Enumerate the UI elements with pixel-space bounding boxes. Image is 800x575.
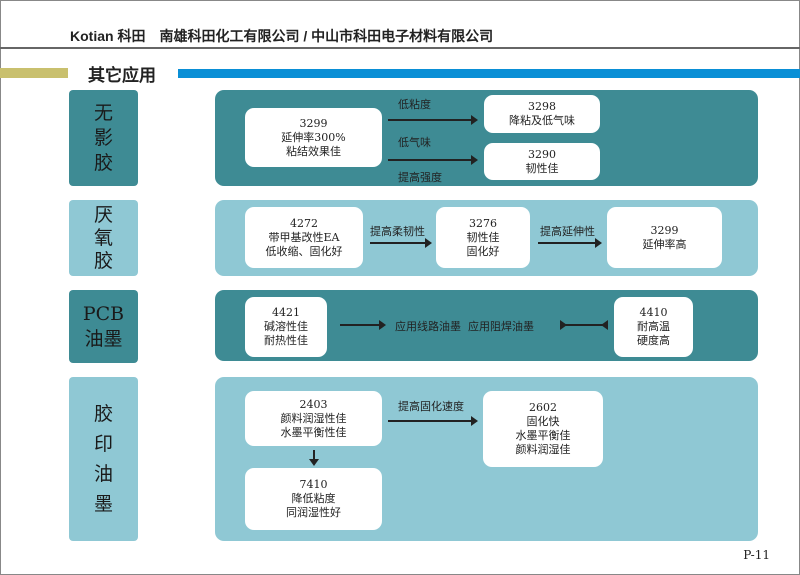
product-desc: 水墨平衡性佳 [280, 425, 347, 439]
arrow-right-icon [388, 416, 478, 426]
row-label-shadowless-adhesive: 无影胶 [69, 90, 138, 186]
olive-accent-bar [0, 68, 68, 78]
label-char: 影 [93, 126, 113, 149]
page-number: P-11 [743, 548, 770, 562]
arrow-right-icon [340, 320, 386, 330]
product-desc: 耐高温 [637, 320, 670, 333]
product-code: 3299 [299, 116, 328, 130]
label-char: 无 [93, 101, 113, 124]
arrow-label: 低气味 [398, 136, 431, 149]
product-code: 3298 [528, 100, 556, 113]
arrow-right-icon [388, 115, 478, 125]
brand: Kotian 科田 [70, 28, 146, 44]
header-divider [0, 47, 800, 49]
arrow-label: 低粘度 [398, 98, 431, 111]
product-code: 4421 [272, 306, 300, 319]
arrow-label: 提高强度 [398, 171, 442, 184]
product-code: 2403 [299, 397, 328, 411]
product-desc: 固化快 [526, 415, 560, 428]
arrow-label: 提高固化速度 [398, 400, 464, 413]
product-desc: 降低粘度 [291, 492, 336, 505]
product-desc: 碱溶性佳 [264, 320, 308, 333]
product-desc: 硬度高 [637, 334, 670, 347]
product-code: 4272 [290, 216, 318, 230]
product-desc: 水墨平衡佳 [515, 429, 571, 442]
product-desc: 韧性佳 [466, 230, 500, 244]
product-desc: 粘结效果佳 [286, 144, 341, 158]
arrow-left-icon [560, 320, 608, 330]
product-desc: 延伸率300% [281, 130, 346, 144]
section-title: 其它应用 [88, 66, 156, 85]
product-desc: 低收缩、固化好 [265, 244, 343, 258]
label-char: 胶 [93, 249, 113, 272]
product-code: 3276 [469, 216, 497, 230]
label-char: 厌 [93, 203, 113, 226]
label-char: 油 [93, 463, 113, 485]
row-label-offset-ink: 胶印油墨 [69, 377, 138, 541]
label-char: 胶 [93, 151, 113, 174]
label-char: 胶 [93, 403, 113, 425]
arrow-right-icon [538, 238, 602, 248]
header: Kotian 科田南雄科田化工有限公司 / 中山市科田电子材料有限公司 [70, 26, 507, 46]
company-names: 南雄科田化工有限公司 / 中山市科田电子材料有限公司 [159, 28, 494, 44]
blue-accent-bar [178, 69, 800, 78]
label-char: 墨 [93, 493, 113, 515]
product-desc: 颜料润湿佳 [515, 443, 571, 456]
product-desc: 耐热性佳 [264, 334, 308, 347]
arrow-down-icon [309, 450, 319, 466]
product-desc: 同润湿性好 [286, 506, 341, 519]
product-code: 3299 [650, 223, 679, 237]
product-desc: 带甲基改性EA [268, 230, 340, 244]
arrow-right-icon [388, 155, 478, 165]
label-char: 印 [93, 433, 113, 455]
product-desc: 延伸率高 [642, 237, 687, 251]
product-code: 3290 [528, 147, 556, 161]
arrow-label: 提高柔韧性 [370, 225, 425, 238]
arrow-label: 提高延伸性 [540, 225, 595, 238]
product-desc: 韧性佳 [525, 161, 559, 175]
product-code: 4410 [639, 306, 668, 319]
product-desc: 颜料润湿性佳 [280, 411, 347, 425]
label-char: 氧 [93, 226, 113, 249]
label-line: 油墨 [84, 327, 123, 350]
product-code: 7410 [299, 478, 328, 491]
product-desc: 固化好 [466, 244, 500, 258]
label-line: PCB [82, 302, 125, 325]
application-text: 应用线路油墨 应用阻焊油墨 [395, 320, 534, 333]
row-label-anaerobic-adhesive: 厌氧胶 [69, 200, 138, 276]
product-desc: 降粘及低气味 [509, 114, 575, 127]
arrow-right-icon [370, 238, 432, 248]
product-code: 2602 [529, 401, 557, 414]
